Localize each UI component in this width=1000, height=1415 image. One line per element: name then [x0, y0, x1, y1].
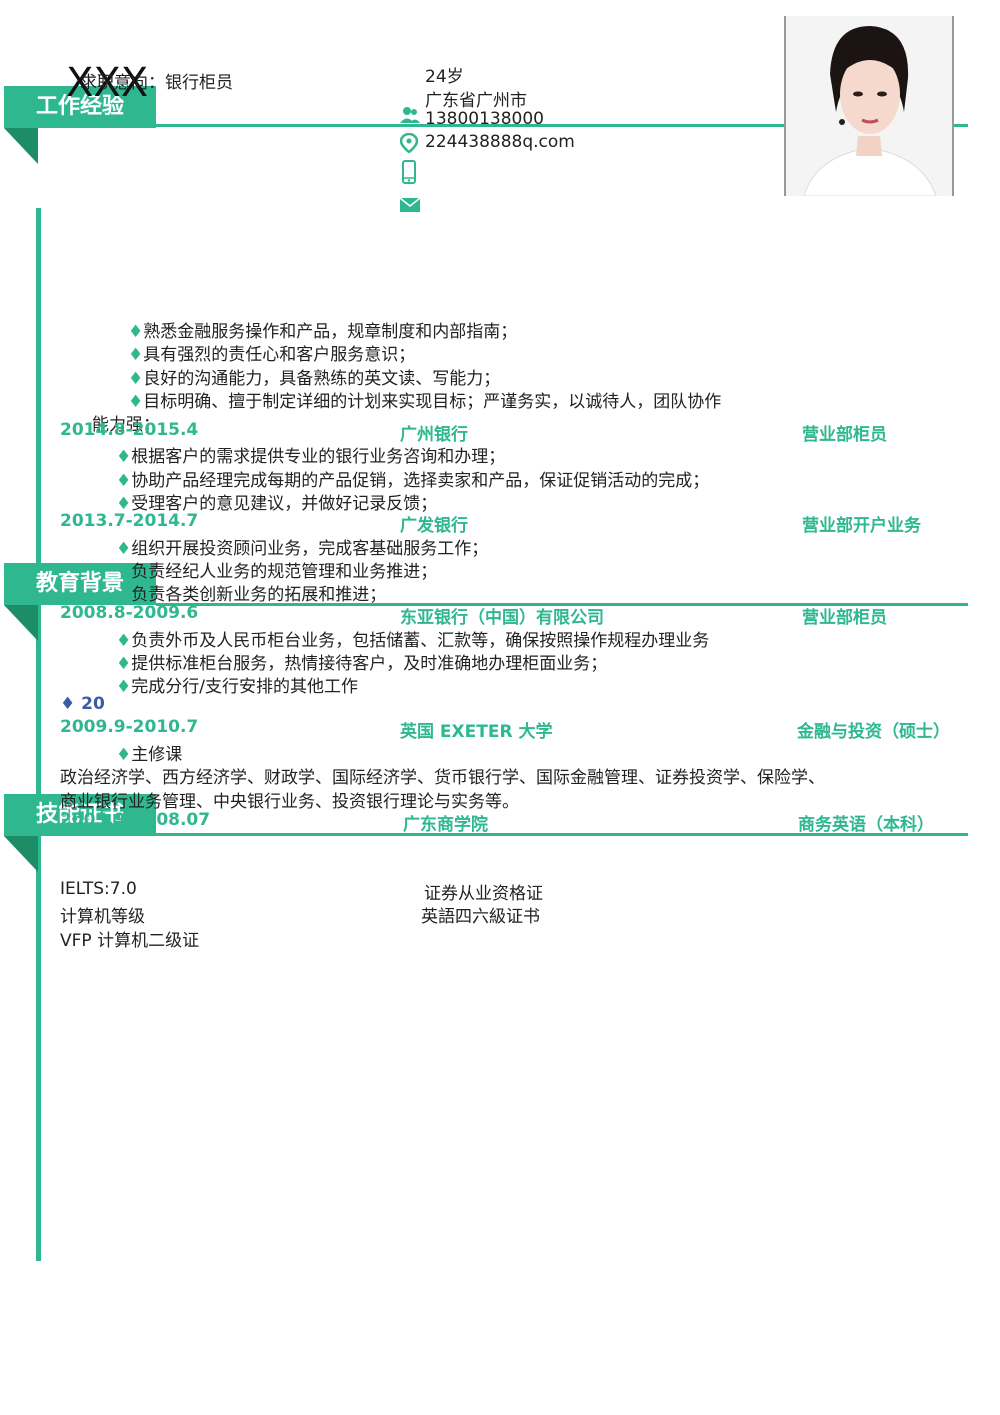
diamond-bullet-icon: ♦ [116, 494, 132, 514]
job-company: 东亚银行（中国）有限公司 [400, 608, 604, 628]
job-intent: 求职意向：银行柜员 [80, 73, 233, 93]
skill-item: 英語四六級证书 [421, 907, 540, 927]
job-duty: ♦提供标准柜台服务，热情接待客户，及时准确地办理柜面业务； [116, 654, 608, 674]
job-duty: ♦负责经纪人业务的规范管理和业务推进； [116, 562, 438, 582]
edu-school: 广东商学院 [403, 815, 488, 835]
location: 广东省广州市 [425, 91, 527, 111]
diamond-bullet-icon: ♦ [128, 369, 144, 389]
job-duty: ♦组织开展投资顾问业务，完成客基础服务工作； [116, 539, 489, 559]
course-list: 政治经济学、西方经济学、财政学、国际经济学、货币银行学、国际金融管理、证券投资学… [60, 768, 825, 788]
skill-item: 计算机等级 [60, 907, 145, 927]
edu-school: 英国 EXETER 大学 [400, 722, 553, 742]
diamond-bullet-icon: ♦ [116, 654, 132, 674]
candidate-name: XXX [66, 60, 149, 106]
job-company: 广发银行 [400, 516, 468, 536]
diamond-bullet-icon: ♦ [116, 471, 132, 491]
job-period: 2013.7-2014.7 [60, 511, 199, 531]
work-divider [156, 124, 786, 127]
diamond-bullet-icon: ♦ [116, 745, 132, 765]
diamond-bullet-icon: ♦ [116, 631, 132, 651]
tab-fold-skills [4, 836, 38, 872]
tab-fold-education [4, 605, 38, 641]
edu-major: 商务英语（本科） [798, 815, 934, 835]
diamond-bullet-icon: ♦ [128, 392, 144, 412]
section-title-work: 工作经验 [36, 94, 125, 119]
work-divider-right [950, 124, 968, 127]
user-icon [400, 107, 420, 123]
course-list-continued: 商业银行业务管理、中央银行业务、投资银行理论与实务等。 [60, 792, 519, 812]
diamond-bullet-icon: ♦ [60, 694, 82, 714]
summary-item: ♦具有强烈的责任心和客户服务意识； [128, 345, 416, 365]
job-duty: ♦负责外币及人民币柜台业务，包括储蓄、汇款等，确保按照操作规程办理业务 [116, 631, 710, 651]
job-duty: ♦受理客户的意见建议，并做好记录反馈； [116, 494, 438, 514]
summary-item: ♦良好的沟通能力，具备熟练的英文读、写能力； [128, 369, 501, 389]
diamond-bullet-icon: ♦ [116, 539, 132, 559]
section-tab-work: 工作经验 [4, 86, 156, 128]
skills-divider [156, 833, 968, 836]
diamond-bullet-icon: ♦ [116, 677, 132, 697]
email[interactable]: 224438888q.com [425, 132, 575, 152]
mail-icon [400, 198, 420, 212]
avatar-illustration [786, 16, 952, 196]
job-period: 2014.8-2015.4 [60, 420, 199, 440]
summary-item: ♦目标明确、擅于制定详细的计划来实现目标；严谨务实，以诚待人，团队协作 [128, 392, 722, 412]
skill-item: 证券从业资格证 [424, 884, 543, 904]
edu-period: 2009.9-2010.7 [60, 717, 199, 737]
job-duty: ♦负责各类创新业务的拓展和推进； [116, 585, 387, 605]
section-tab-skills: 技能证书 [4, 794, 156, 836]
diamond-bullet-icon: ♦ [116, 562, 132, 582]
diamond-bullet-icon: ♦ [128, 322, 144, 342]
timeline-vertical-line [36, 208, 41, 1261]
age: 24岁 [425, 67, 464, 87]
section-title-education: 教育背景 [36, 571, 125, 596]
edu-major: 金融与投资（硕士） [797, 722, 950, 742]
edu-marker: ♦ 20 [60, 694, 105, 714]
section-title-skills: 技能证书 [36, 802, 125, 827]
job-role: 营业部柜员 [802, 608, 887, 628]
diamond-bullet-icon: ♦ [116, 585, 132, 605]
skill-item: IELTS:7.0 [60, 879, 137, 899]
job-duty: ♦完成分行/支行安排的其他工作 [116, 677, 358, 697]
diamond-bullet-icon: ♦ [116, 447, 132, 467]
location-icon [400, 133, 418, 153]
job-duty: ♦协助产品经理完成每期的产品促销，选择卖家和产品，保证促销活动的完成； [116, 471, 710, 491]
job-role: 营业部柜员 [802, 425, 887, 445]
course-title: ♦主修课 [116, 745, 183, 765]
job-period: 2008.8-2009.6 [60, 603, 199, 623]
edu-period: 2005.9-2008.07 [60, 810, 211, 830]
job-company: 广州银行 [400, 425, 468, 445]
summary-item-continued: 能力强； [92, 415, 160, 435]
job-duty: ♦根据客户的需求提供专业的银行业务咨询和办理； [116, 447, 506, 467]
tab-fold-work [4, 128, 38, 164]
section-tab-education: 教育背景 [4, 563, 156, 605]
diamond-bullet-icon: ♦ [128, 345, 144, 365]
phone-icon [402, 160, 416, 184]
education-divider [156, 603, 968, 606]
job-role: 营业部开户业务 [802, 516, 921, 536]
skill-item: VFP 计算机二级证 [60, 931, 200, 951]
phone: 13800138000 [425, 109, 544, 129]
summary-item: ♦熟悉金融服务操作和产品，规章制度和内部指南； [128, 322, 518, 342]
profile-photo [784, 16, 954, 196]
